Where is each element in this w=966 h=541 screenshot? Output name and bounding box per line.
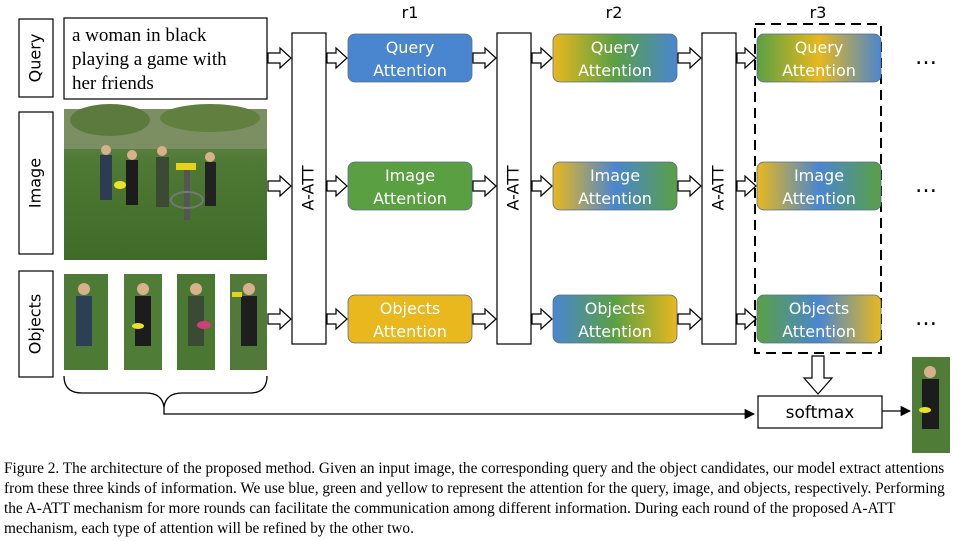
objects-label-text: Objects xyxy=(26,294,45,354)
flow-arrow-image-4 xyxy=(531,174,553,198)
flow-arrow-image-1 xyxy=(267,174,292,198)
flow-arrow-objects-4 xyxy=(531,307,553,331)
flow-arrow-objects-2 xyxy=(326,307,348,331)
flow-arrow-image-2 xyxy=(326,174,348,198)
image-attention-r3-line1: Image xyxy=(794,166,844,185)
flow-arrow-image-6 xyxy=(736,174,757,198)
aatt-block-3: A-ATT xyxy=(701,32,737,345)
flow-arrow-query-3 xyxy=(472,46,497,70)
image-attention-r1-line2: Attention xyxy=(373,189,447,208)
objects-attention-r3-line1: Objects xyxy=(789,299,849,318)
query-text-line-2: playing a game with xyxy=(72,49,227,70)
aatt-label-1: A-ATT xyxy=(299,165,318,210)
softmax-label: softmax xyxy=(786,403,855,423)
flow-arrow-image-5 xyxy=(677,174,702,198)
flow-arrow-objects-1 xyxy=(267,307,292,331)
object-crop-4 xyxy=(230,274,267,370)
flow-arrow-query-5 xyxy=(677,46,702,70)
object-crop-2 xyxy=(124,274,162,370)
query-attention-r2-line1: Query xyxy=(591,38,640,57)
query-attention-r2-line2: Attention xyxy=(578,61,652,80)
query-input-label: Query xyxy=(18,18,54,98)
flow-arrow-objects-3 xyxy=(472,307,497,331)
image-input-label: Image xyxy=(18,111,54,255)
object-crop-3 xyxy=(177,274,215,370)
objects-attention-r1-line1: Objects xyxy=(380,299,440,318)
round-label-r2: r2 xyxy=(606,3,623,22)
ellipsis-query-row: … xyxy=(915,45,937,70)
attention-cells: QueryAttentionImageAttentionObjectsAtten… xyxy=(347,33,882,344)
objects-attention-r2-line2: Attention xyxy=(578,322,652,341)
flow-arrow-query-6 xyxy=(736,46,757,70)
query-attention-r1-line1: Query xyxy=(386,38,435,57)
image-attention-r1-line1: Image xyxy=(385,166,435,185)
round-label-r1: r1 xyxy=(402,3,419,22)
objects-to-softmax-line xyxy=(163,407,756,420)
scene-photo xyxy=(64,104,267,260)
objects-input-label: Objects xyxy=(18,270,54,378)
ellipsis-objects-row: … xyxy=(915,306,937,331)
query-attention-r3-line2: Attention xyxy=(782,61,856,80)
flow-arrows xyxy=(267,46,757,331)
query-attention-r3-line1: Query xyxy=(795,38,844,57)
output-object-crop xyxy=(912,357,950,453)
round-label-r3: r3 xyxy=(810,3,827,22)
image-attention-r2-line2: Attention xyxy=(578,189,652,208)
flow-arrow-objects-5 xyxy=(677,307,702,331)
objects-attention-r2-line1: Objects xyxy=(585,299,645,318)
image-label-text: Image xyxy=(26,158,45,208)
aatt-label-2: A-ATT xyxy=(504,165,523,210)
query-text-box: a woman in black playing a game with her… xyxy=(63,17,268,100)
softmax-box: softmax xyxy=(757,395,883,429)
query-text-line-3: her friends xyxy=(72,73,154,94)
objects-bracket xyxy=(63,375,268,408)
query-label-text: Query xyxy=(26,34,45,83)
aatt-block-2: A-ATT xyxy=(496,32,532,345)
aatt-label-3: A-ATT xyxy=(709,165,728,210)
flow-arrow-objects-6 xyxy=(736,307,757,331)
flow-arrow-image-3 xyxy=(472,174,497,198)
object-crop-1 xyxy=(64,274,108,370)
flow-arrow-query-4 xyxy=(531,46,553,70)
image-attention-r3-line2: Attention xyxy=(782,189,856,208)
figure-caption: Figure 2. The architecture of the propos… xyxy=(4,460,945,537)
ellipsis-image-row: … xyxy=(915,173,937,198)
query-attention-r1-line2: Attention xyxy=(373,61,447,80)
round3-to-softmax-arrow xyxy=(802,355,834,395)
architecture-diagram: Query Image Objects a woman in black pla… xyxy=(18,3,950,453)
flow-arrow-query-1 xyxy=(267,46,292,70)
objects-attention-r3-line2: Attention xyxy=(782,322,856,341)
query-text-line-1: a woman in black xyxy=(72,25,207,46)
objects-attention-r1-line2: Attention xyxy=(373,322,447,341)
image-attention-r2-line1: Image xyxy=(590,166,640,185)
flow-arrow-query-2 xyxy=(326,46,348,70)
aatt-block-1: A-ATT xyxy=(291,32,327,345)
